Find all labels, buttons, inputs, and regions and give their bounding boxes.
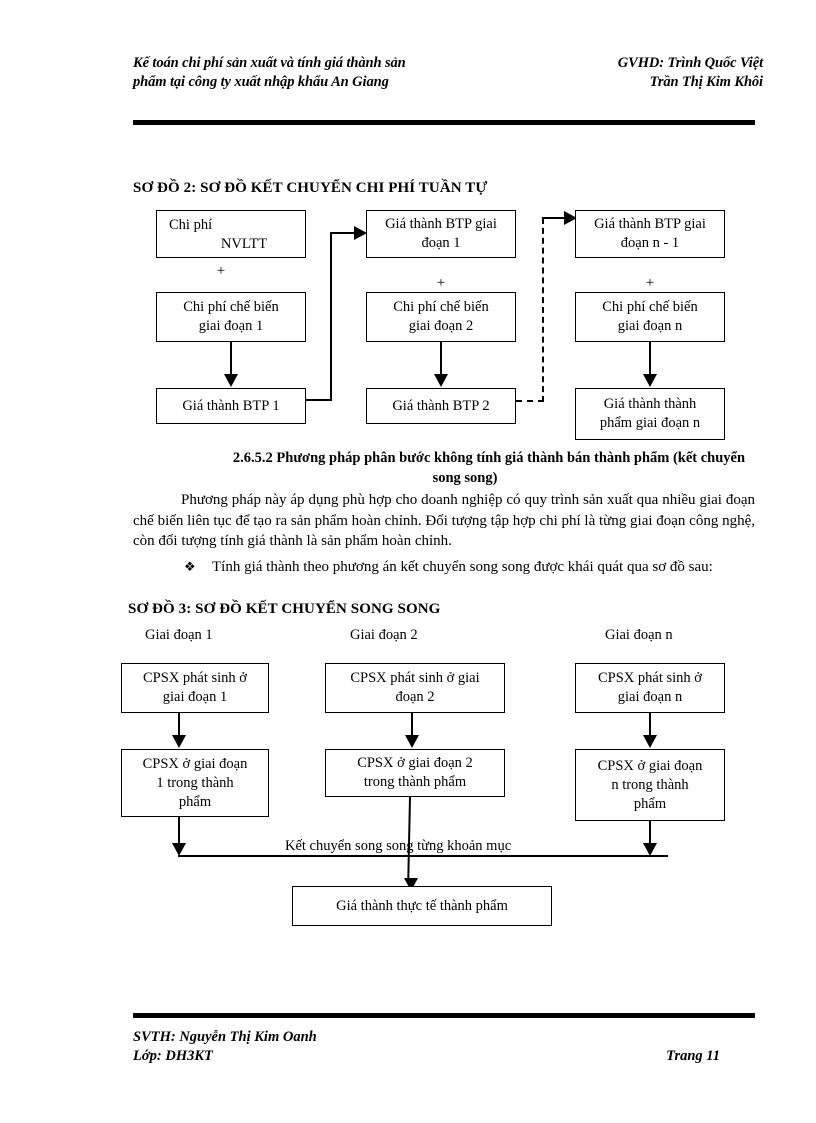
connector-btp1-vertical [330,232,332,401]
page-footer: SVTH: Nguyễn Thị Kim Oanh Lớp: DH3KT Tra… [133,1028,755,1066]
stage-label-3: Giai đoạn n [605,627,673,643]
arrowhead-d3-col3-r2 [643,735,657,748]
arrowhead-d3-col3-bottom [643,843,657,856]
box-cpsx-phat-sinh-gdn: CPSX phát sinh ở giai đoạn n [575,663,725,713]
arrowhead-col2-r1 [354,226,367,240]
box-chi-phi-nvltt-line2: NVLTT [220,236,268,252]
connector-btp2-out-dashed-horizontal [516,400,544,402]
box-chi-phi-nvltt: Chi phí NVLTT [156,210,306,258]
connector-d3-col1-r1-to-r2 [178,713,180,737]
plus-symbol-col3: + [645,275,655,291]
header-right-line1: GVHD: Trình Quốc Việt [617,55,763,71]
box-chi-phi-che-bien-gd1: Chi phí chế biến giai đoạn 1 [156,292,306,342]
header-divider-rule [133,120,755,125]
box-gia-thanh-btp-1: Giá thành BTP 1 [156,388,306,424]
connector-btp1-in-horizontal [330,232,356,234]
header-right-line2: Trần Thị Kim Khôi [649,74,764,90]
bullet-list-item: ❖ Tính giá thành theo phương án kết chuy… [184,557,756,578]
arrowhead-d3-col1-r2 [172,735,186,748]
header-title-left: Kế toán chi phí sản xuất và tính giá thà… [133,54,406,92]
box-chi-phi-che-bien-gd2: Chi phí chế biến giai đoạn 2 [366,292,516,342]
arrowhead-d3-col2-r2 [405,735,419,748]
connector-col3-r2-to-r3 [649,342,651,376]
plus-symbol-col1: + [216,263,226,279]
box-gia-thanh-btp-giai-doan-1: Giá thành BTP giai đoạn 1 [366,210,516,258]
box-chi-phi-che-bien-gdn: Chi phí chế biến giai đoạn n [575,292,725,342]
connector-d3-horizontal-collector [178,855,668,857]
header-left-line2: phẩm tại công ty xuất nhập khẩu An Giang [133,74,389,90]
plus-symbol-col2: + [436,275,446,291]
stage-label-1: Giai đoạn 1 [145,627,213,643]
footer-class: Lớp: DH3KT [133,1048,213,1064]
box-cpsx-gdn-trong-thanh-pham: CPSX ở giai đoạn n trong thành phẩm [575,749,725,821]
connector-d3-col2-r1-to-r2 [411,713,413,737]
section-subheading: 2.6.5.2 Phương pháp phân bước không tính… [232,450,746,486]
connector-btp1-out-horizontal [306,399,332,401]
arrowhead-d3-col1-bottom [172,843,186,856]
box-gia-thanh-btp-2: Giá thành BTP 2 [366,388,516,424]
box-gia-thanh-thuc-te-thanh-pham: Giá thành thực tế thành phẩm [292,886,552,926]
header-left-line1: Kế toán chi phí sản xuất và tính giá thà… [133,55,406,71]
connector-btp2-in-horizontal [542,217,566,219]
diagram-2-title: SƠ ĐỒ 2: SƠ ĐỒ KẾT CHUYỂN CHI PHÍ TUẦN T… [133,180,488,196]
footer-student-name: SVTH: Nguyễn Thị Kim Oanh [133,1029,317,1045]
connector-d3-col3-down [649,821,651,847]
box-gia-thanh-thanh-pham-gdn: Giá thành thành phẩm giai đoạn n [575,388,725,440]
connector-btp2-dashed-vertical [542,218,544,402]
box-cpsx-phat-sinh-gd2: CPSX phát sinh ở giai đoạn 2 [325,663,505,713]
connector-d3-col1-down [178,817,180,847]
section-paragraph: Phương pháp này áp dụng phù hợp cho doan… [133,492,755,549]
footer-page-number: Trang 11 [666,1048,720,1064]
connector-d3-col3-r1-to-r2 [649,713,651,737]
edge-label-ket-chuyen-song-song: Kết chuyển song song từng khoản mục [285,838,512,854]
box-cpsx-phat-sinh-gd1: CPSX phát sinh ở giai đoạn 1 [121,663,269,713]
arrowhead-col1-r3 [224,374,238,387]
arrowhead-col3-r3 [643,374,657,387]
arrowhead-col3-r1 [564,211,577,225]
connector-col1-r2-to-r3 [230,342,232,376]
box-cpsx-gd2-trong-thanh-pham: CPSX ở giai đoạn 2 trong thành phẩm [325,749,505,797]
diagram-3-title: SƠ ĐỒ 3: SƠ ĐỒ KẾT CHUYỂN SONG SONG [128,601,441,617]
connector-col2-r2-to-r3 [440,342,442,376]
box-chi-phi-nvltt-line1: Chi phí [169,217,213,233]
box-cpsx-gd1-trong-thanh-pham: CPSX ở giai đoạn 1 trong thành phẩm [121,749,269,817]
page-header: Kế toán chi phí sản xuất và tính giá thà… [133,54,763,92]
header-advisor-right: GVHD: Trình Quốc Việt Trần Thị Kim Khôi [618,54,763,92]
box-gia-thanh-btp-giai-doan-n-1: Giá thành BTP giai đoạn n - 1 [575,210,725,258]
footer-divider-rule [133,1013,755,1018]
diamond-bullet-icon: ❖ [184,559,196,574]
stage-label-2: Giai đoạn 2 [350,627,418,643]
arrowhead-col2-r3 [434,374,448,387]
bullet-item-text: Tính giá thành theo phương án kết chuyển… [212,559,713,575]
